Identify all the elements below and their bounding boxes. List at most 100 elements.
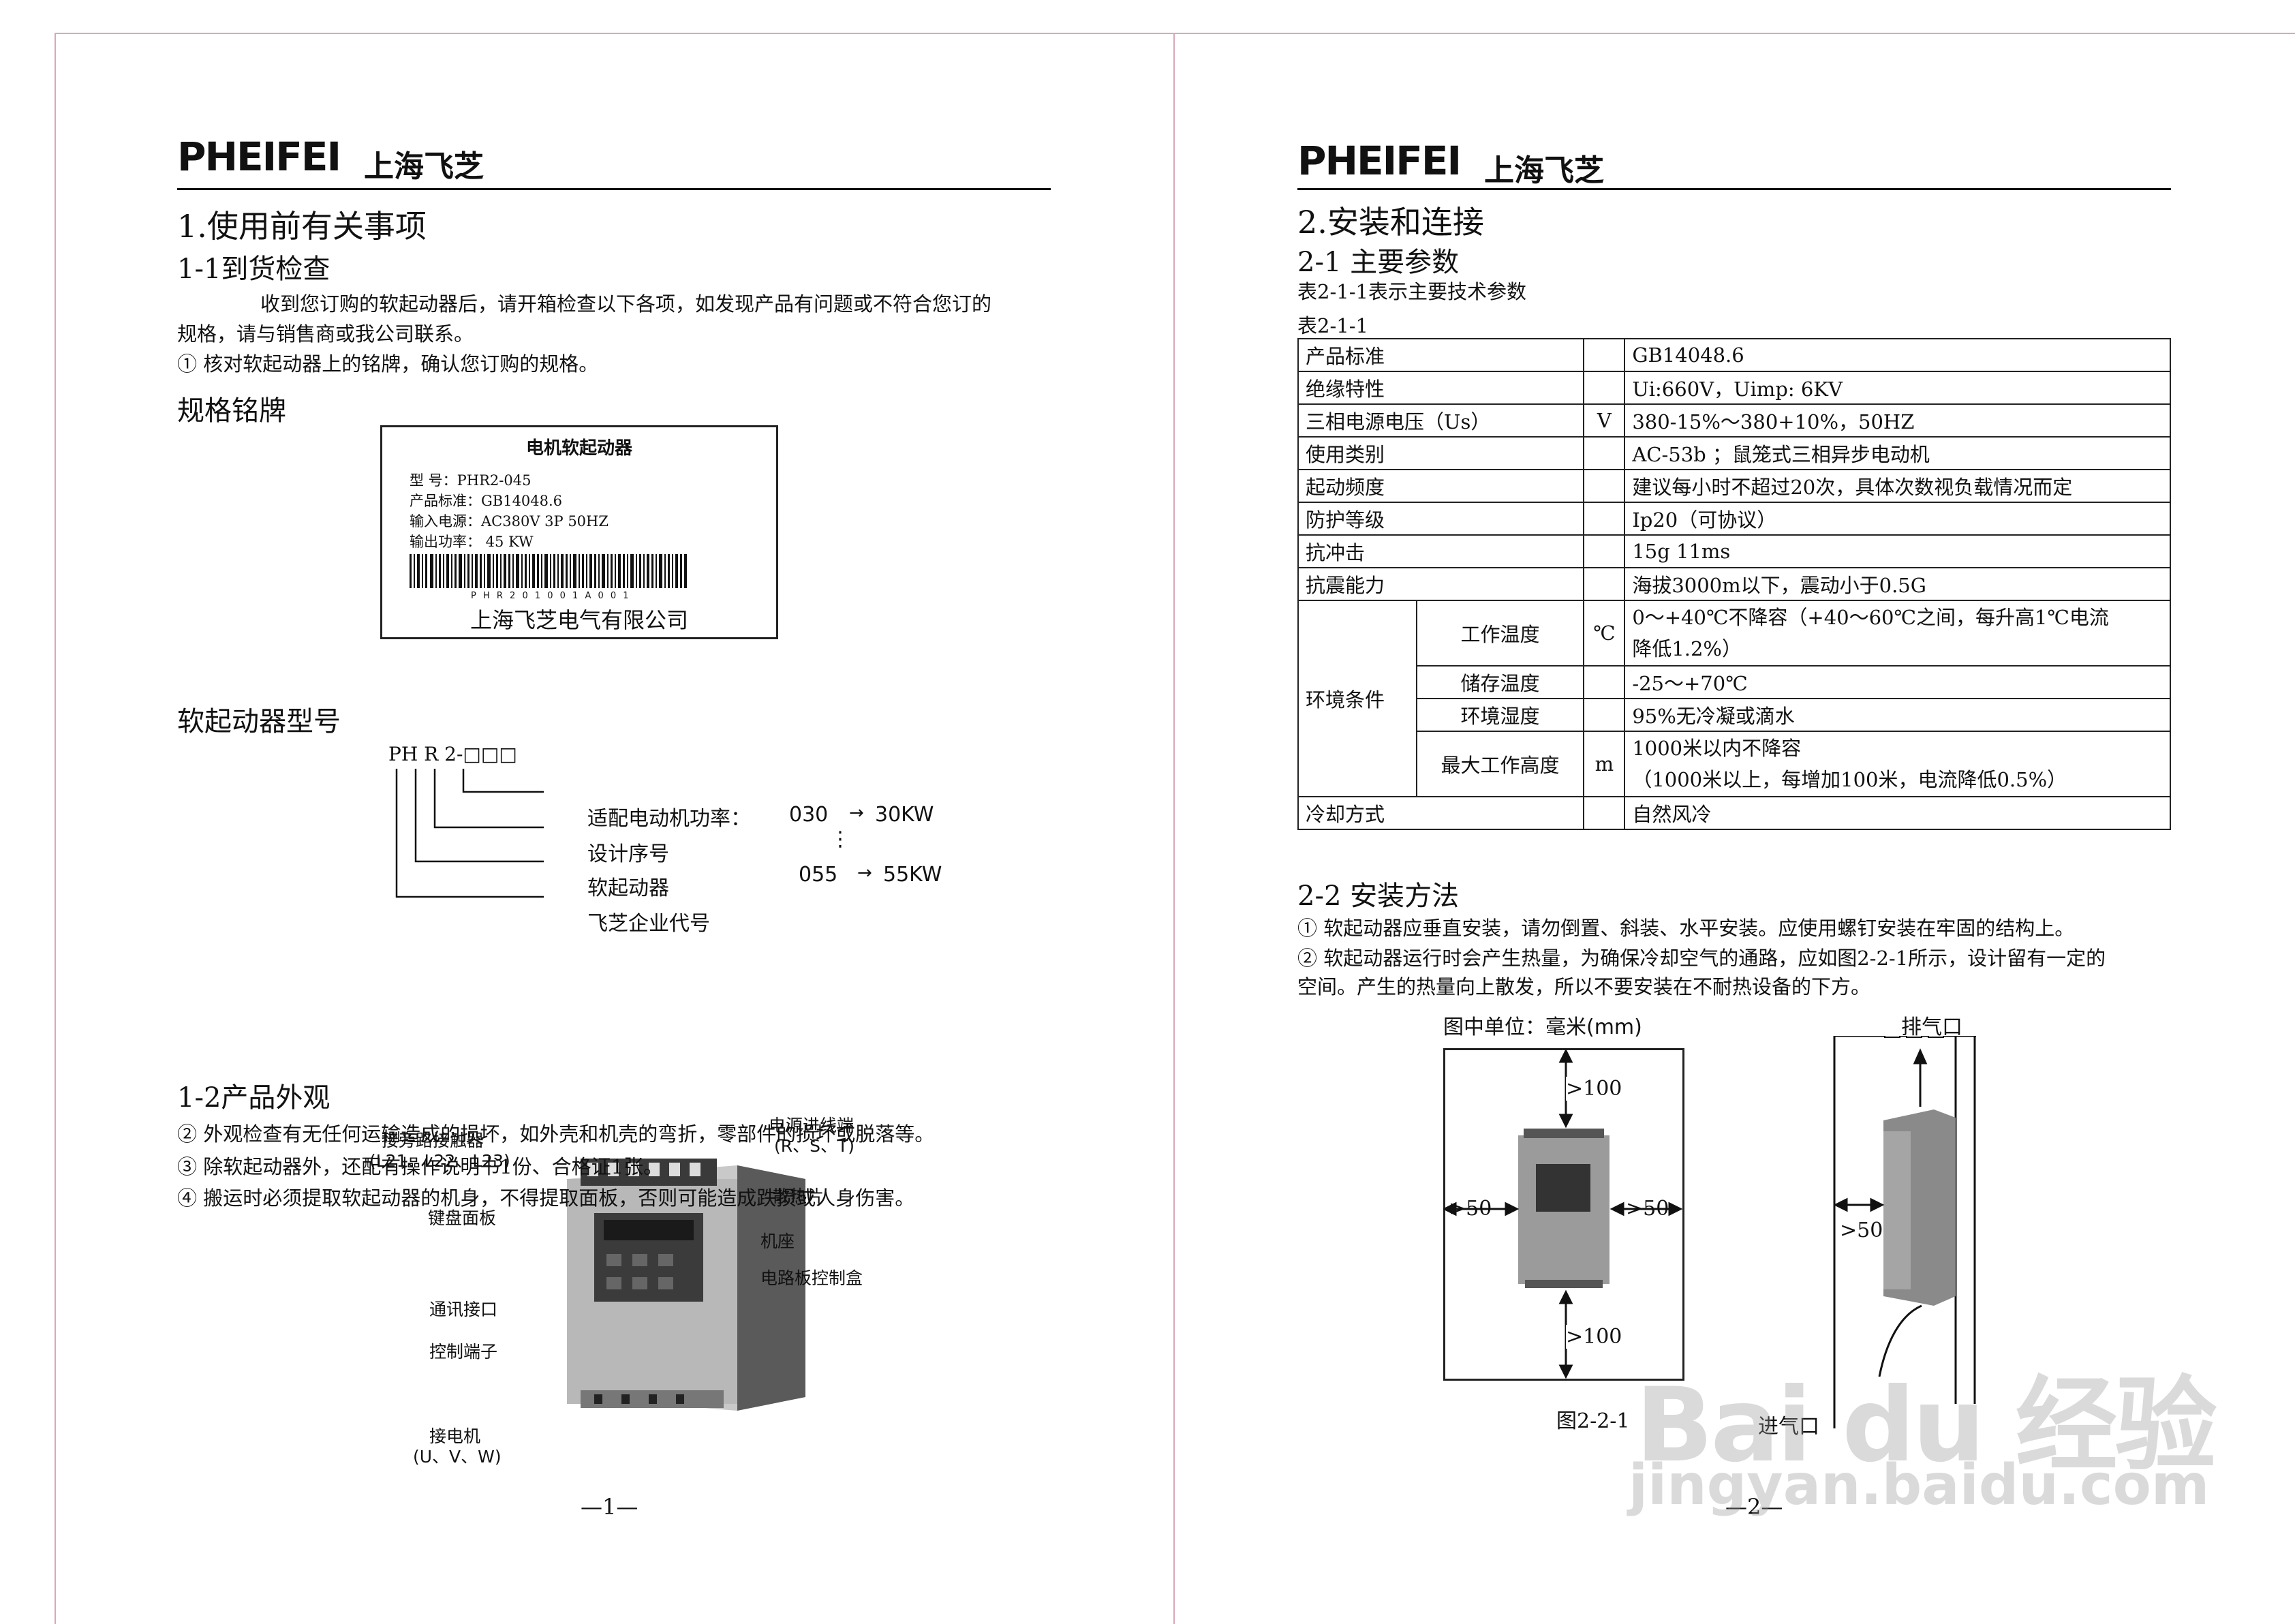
table-row: 起动频度 建议每小时不超过20次，具体次数视负载情况而定 xyxy=(1297,469,2171,503)
table-cell: 环境条件 xyxy=(1297,600,1417,797)
table-cell: 抗冲击 xyxy=(1297,534,1585,568)
front-clearance-box xyxy=(1443,1048,1684,1381)
power-range-to: 30KW xyxy=(875,803,934,827)
nameplate-standard: 产品标准：GB14048.6 xyxy=(410,493,563,509)
brand-logo: PHEIFEI xyxy=(1297,138,1462,184)
table-cell: 95%无冷凝或滴水 xyxy=(1624,698,2171,732)
table-cell: 防护等级 xyxy=(1297,502,1585,536)
watermark-brand: Bai du 经验 xyxy=(1635,1366,2217,1485)
list-item: 空间。产生的热量向上散发，所以不要安装在不耐热设备的下方。 xyxy=(1297,975,1871,998)
page-2: PHEIFEI 上海飞芝 2.安装和连接 2-1 主要参数 表2-1-1表示主要… xyxy=(1173,33,2295,1624)
page-number: —2— xyxy=(1725,1494,1783,1520)
page-1: PHEIFEI 上海飞芝 1.使用前有关事项 1-1到货检查 收到您订购的软起动… xyxy=(55,33,1173,1624)
table-row: 最大工作高度 m 1000米以内不降容（1000米以上，每增加100米，电流降低… xyxy=(1298,731,2171,797)
table-cell: 起动频度 xyxy=(1297,469,1585,503)
arrow-icon: → xyxy=(849,803,864,823)
page-number: —1— xyxy=(581,1494,638,1520)
subsection-title: 2-2 安装方法 xyxy=(1297,880,1460,912)
table-cell: 冷却方式 xyxy=(1297,796,1585,830)
callout-comm: 通讯接口 xyxy=(429,1300,498,1319)
table-row: 储存温度 -25～+70℃ xyxy=(1298,665,2171,699)
dim-left: >50 xyxy=(1449,1197,1492,1221)
nameplate-model: 型 号：PHR2-045 xyxy=(410,472,532,489)
table-cell: 建议每小时不超过20次，具体次数视负载情况而定 xyxy=(1624,469,2171,503)
brand-logo: PHEIFEI xyxy=(177,134,341,180)
power-range2-to: 55KW xyxy=(883,863,942,887)
barcode-serial: P H R 2 0 1 0 0 1 A 0 0 1 xyxy=(471,591,631,601)
front-view-drawing xyxy=(1443,1048,1683,1379)
list-item: ③ 除软起动器外，还配有操作说明书1份、合格证1张。 xyxy=(177,1155,664,1178)
cell-line: 降低1.2%） xyxy=(1632,637,1742,660)
subsection-title: 1-2产品外观 xyxy=(177,1082,330,1114)
figure-caption: 图2-2-1 xyxy=(1556,1409,1630,1433)
cell-line: 0～+40℃不降容（+40～60℃之间，每升高1℃电流 xyxy=(1632,606,2109,629)
section-title: 1.使用前有关事项 xyxy=(177,208,427,245)
table-cell: 自然风冷 xyxy=(1624,796,2171,830)
side-view-drawing xyxy=(1833,1036,1976,1428)
nameplate-input: 输入电源：AC380V 3P 50HZ xyxy=(410,513,609,530)
cell-line: （1000米以上，每增加100米，电流降低0.5%） xyxy=(1632,768,2067,791)
dim-top: >100 xyxy=(1566,1077,1622,1101)
table-cell: V xyxy=(1583,403,1626,438)
table-row: 冷却方式 自然风冷 xyxy=(1297,796,2171,830)
header-rule xyxy=(177,188,1051,190)
model-heading: 软起动器型号 xyxy=(177,706,341,737)
subsection-title: 2-1 主要参数 xyxy=(1297,247,1460,278)
nameplate-company: 上海飞芝电气有限公司 xyxy=(469,607,688,633)
label-company-code: 飞芝企业代号 xyxy=(587,912,710,936)
dim-side: >50 xyxy=(1840,1219,1883,1242)
callout-bypass-pins: (L21、L22、L23) xyxy=(369,1151,510,1171)
table-cell: 最大工作高度 xyxy=(1415,731,1585,797)
table-cell: 1000米以内不降容（1000米以上，每增加100米，电流降低0.5%） xyxy=(1624,731,2171,797)
table-cell: 储存温度 xyxy=(1415,665,1585,699)
figure-unit: 图中单位：毫米(mm) xyxy=(1443,1015,1642,1039)
table-cell: -25～+70℃ xyxy=(1624,665,2171,699)
nameplate-heading: 规格铭牌 xyxy=(177,395,286,427)
label-power: 适配电动机功率： xyxy=(587,807,751,831)
dim-right: >50 xyxy=(1626,1197,1669,1221)
callout-base: 机座 xyxy=(760,1231,795,1251)
table-cell: 绝缘特性 xyxy=(1297,371,1585,405)
label-design: 设计序号 xyxy=(587,842,669,866)
model-connector-lines xyxy=(395,769,544,898)
list-item: ① 核对软起动器上的铭牌，确认您订购的规格。 xyxy=(177,352,599,376)
callout-circuit-box: 电路板控制盒 xyxy=(760,1268,863,1288)
paragraph-line: 规格，请与销售商或我公司联系。 xyxy=(177,322,474,346)
list-item: ④ 搬运时必须提取软起动器的机身，不得提取面板，否则可能造成跌损或人身伤害。 xyxy=(177,1186,915,1210)
table-cell: 使用类别 xyxy=(1297,436,1585,470)
callout-heatsink: 散热片 xyxy=(773,1186,825,1206)
table-cell: 抗震能力 xyxy=(1297,567,1585,601)
nameplate: 电机软起动器 型 号：PHR2-045 产品标准：GB14048.6 输入电源：… xyxy=(380,425,778,639)
barcode xyxy=(410,554,687,588)
brand-name-cn: 上海飞芝 xyxy=(364,149,484,184)
table-cell: m xyxy=(1583,731,1626,797)
table-cell: GB14048.6 xyxy=(1624,338,2171,372)
intake-label: 进气口 xyxy=(1758,1415,1819,1439)
table-row: 抗震能力 海拔3000m以下，震动小于0.5G xyxy=(1297,567,2171,601)
table-cell: Ui:660V，Uimp: 6KV xyxy=(1624,371,2171,405)
subsection-title: 1-1到货检查 xyxy=(177,254,330,285)
list-item: ② 外观检查有无任何运输造成的损坏，如外壳和机壳的弯折，零部件的损坏或脱落等。 xyxy=(177,1122,935,1146)
dim-bottom: >100 xyxy=(1566,1325,1622,1349)
power-range-from: 030 xyxy=(789,803,829,827)
power-range2-from: 055 xyxy=(799,863,838,887)
callout-motor: 接电机 xyxy=(429,1426,481,1446)
soft-starter-photo xyxy=(567,1159,805,1411)
section-title: 2.安装和连接 xyxy=(1297,204,1484,241)
brand-name-cn: 上海飞芝 xyxy=(1484,153,1604,188)
callout-bypass: 接旁路接触器 xyxy=(382,1131,484,1150)
table-caption: 表2-1-1 xyxy=(1297,314,1368,337)
callout-motor-pins: (U、V、W) xyxy=(413,1447,502,1467)
table-cell: 海拔3000m以下，震动小于0.5G xyxy=(1624,567,2171,601)
table-cell: AC-53b ；鼠笼式三相异步电动机 xyxy=(1624,436,2171,470)
list-item: ① 软起动器应垂直安装，请勿倒置、斜装、水平安装。应使用螺钉安装在牢固的结构上。 xyxy=(1297,917,2075,940)
header-rule xyxy=(1297,188,2171,190)
nameplate-title: 电机软起动器 xyxy=(525,438,632,459)
callout-power-in: 电源进线端 xyxy=(769,1116,854,1135)
